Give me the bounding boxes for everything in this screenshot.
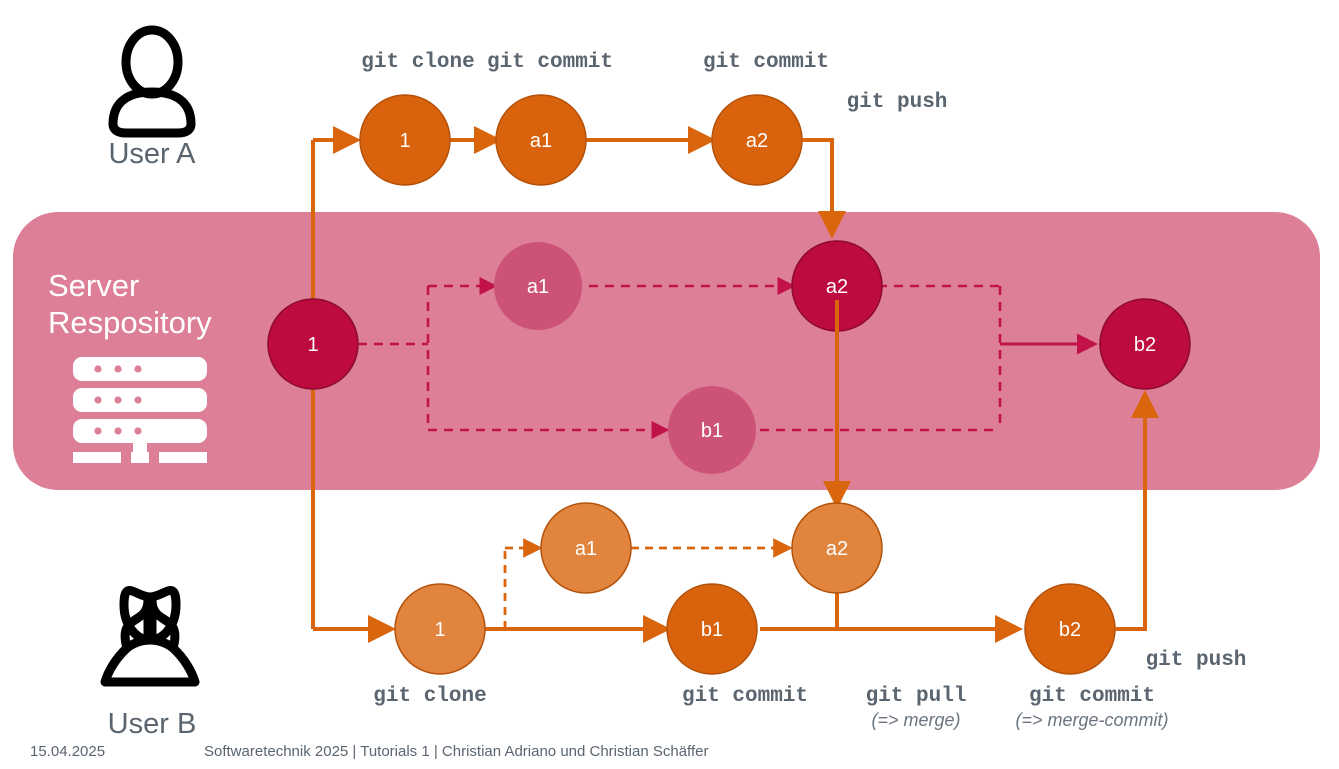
node-repo-1[interactable] — [267, 298, 359, 390]
repo-title-line1: Server — [48, 268, 139, 303]
label-b-git-pull-sub: (=> merge) — [871, 710, 960, 730]
node-b-1-label: 1 — [434, 619, 445, 641]
label-a-git-commit-2: git commit — [703, 51, 829, 74]
node-a-1[interactable] — [359, 94, 451, 186]
push-elbow-a — [802, 138, 834, 150]
node-b-1[interactable] — [394, 583, 486, 675]
server-rack-icon — [73, 357, 207, 463]
repo-title-line2: Respository — [48, 305, 212, 340]
user-b-label: User B — [108, 708, 197, 740]
node-repo-1-label: 1 — [307, 334, 318, 356]
node-b-a2-label: a2 — [826, 538, 848, 560]
server-repository-panel — [13, 212, 1320, 490]
push-spine-b — [1115, 390, 1159, 631]
node-b-a1[interactable] — [540, 502, 632, 594]
node-repo-b2[interactable] — [1099, 298, 1191, 390]
label-b-git-commit-2-sub: (=> merge-commit) — [1015, 710, 1168, 730]
node-b-b2-label: b2 — [1059, 619, 1081, 641]
node-b-a2[interactable] — [791, 502, 883, 594]
label-a-git-commit-1: git commit — [487, 51, 613, 74]
node-repo-a1[interactable] — [494, 242, 582, 330]
label-b-git-push: git push — [1146, 649, 1247, 672]
node-repo-a1-label: a1 — [527, 276, 549, 298]
label-b-git-clone: git clone — [373, 685, 486, 708]
node-b-a1-label: a1 — [575, 538, 597, 560]
user-female-icon — [100, 586, 200, 687]
node-repo-b2-label: b2 — [1134, 334, 1156, 356]
user-male-icon — [108, 25, 196, 138]
label-a-git-push: git push — [847, 91, 948, 114]
footer-date: 15.04.2025 — [30, 743, 105, 760]
label-b-git-commit-2: git commit — [1029, 685, 1155, 708]
footer-course: Softwaretechnik 2025 | Tutorials 1 | Chr… — [204, 743, 708, 760]
node-b-b1[interactable] — [666, 583, 758, 675]
label-a-git-clone: git clone — [361, 51, 474, 74]
repo-dashed-edges — [358, 276, 1002, 440]
node-repo-a2-label: a2 — [826, 276, 848, 298]
user-b-edges — [485, 593, 1023, 643]
node-repo-b1-label: b1 — [701, 420, 723, 442]
node-a-a1[interactable] — [495, 94, 587, 186]
user-b-fetch-dashed — [503, 538, 793, 629]
user-a-label: User A — [108, 138, 196, 170]
node-a-1-label: 1 — [399, 130, 410, 152]
node-repo-b1[interactable] — [668, 386, 756, 474]
node-a-a2-label: a2 — [746, 130, 768, 152]
user-a-edges — [450, 126, 846, 239]
node-a-a1-label: a1 — [530, 130, 552, 152]
label-b-git-commit-1: git commit — [682, 685, 808, 708]
label-b-git-pull: git pull — [866, 685, 967, 708]
node-b-b1-label: b1 — [701, 619, 723, 641]
